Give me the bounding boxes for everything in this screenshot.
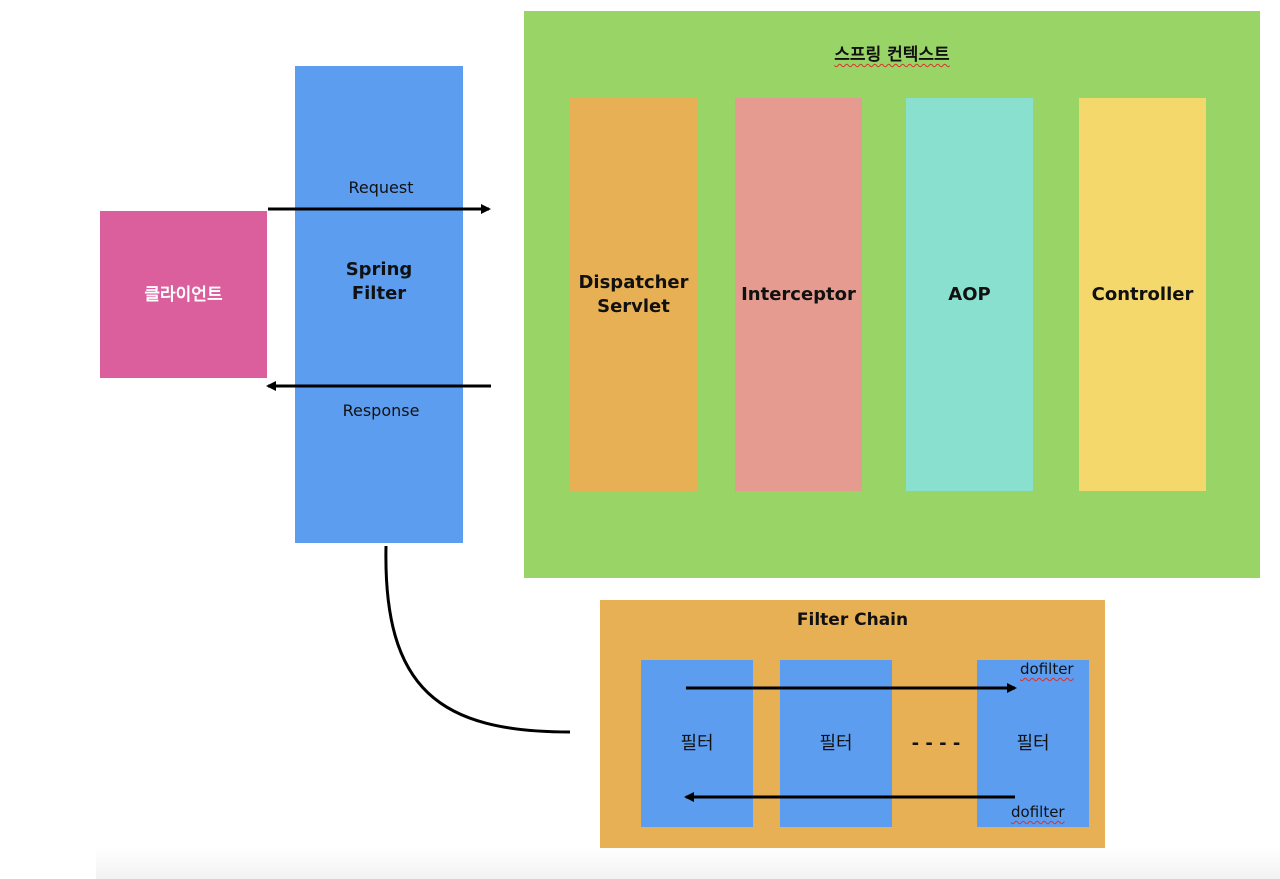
client-box: 클라이언트 xyxy=(100,211,267,378)
client-label: 클라이언트 xyxy=(144,284,223,305)
filter-label-2: 필터 xyxy=(819,732,853,754)
dofilter-backward-label: dofilter xyxy=(1011,803,1065,821)
dofilter-forward-label: dofilter xyxy=(1020,660,1074,678)
filter-label-3: 필터 xyxy=(1016,732,1050,754)
controller-label: Controller xyxy=(1091,283,1194,305)
request-label: Request xyxy=(348,178,414,197)
response-label: Response xyxy=(342,401,420,420)
filter-box-2: 필터 xyxy=(780,660,892,827)
filter-ellipsis: - - - - xyxy=(911,733,961,754)
dispatcher-servlet-label: Dispatcher Servlet xyxy=(578,271,689,317)
filter-label-1: 필터 xyxy=(680,732,714,754)
filter-box-3: 필터 xyxy=(977,660,1089,827)
spring-context-title: 스프링 컨텍스트 xyxy=(834,45,950,65)
filter-box-1: 필터 xyxy=(641,660,753,827)
spring-filter-box: Spring Filter xyxy=(295,66,463,543)
spring-filter-label: Spring Filter xyxy=(345,258,413,304)
aop-box: AOP xyxy=(906,98,1033,491)
interceptor-label: Interceptor xyxy=(741,283,856,305)
dispatcher-servlet-box: Dispatcher Servlet xyxy=(570,98,697,491)
filter-chain-title: Filter Chain xyxy=(796,610,909,630)
interceptor-box: Interceptor xyxy=(735,98,862,491)
bottom-fade xyxy=(96,848,1280,879)
aop-label: AOP xyxy=(948,283,991,305)
controller-box: Controller xyxy=(1079,98,1206,491)
